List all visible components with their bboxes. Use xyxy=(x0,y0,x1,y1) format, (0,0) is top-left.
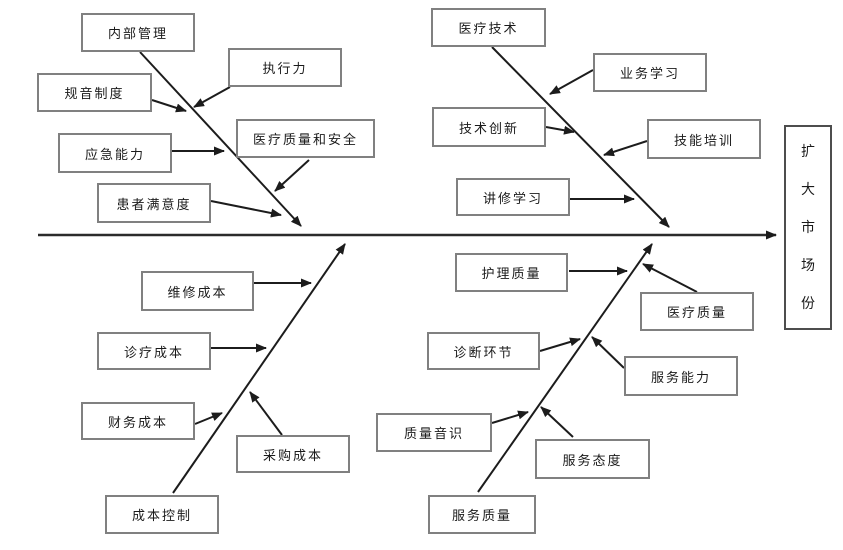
factor-label: 服务能力 xyxy=(650,370,711,386)
factor-label: 维修成本 xyxy=(167,285,228,301)
connector-service-attitude xyxy=(540,406,574,438)
factor-label: 技能培训 xyxy=(673,133,734,149)
factor-medical-quality: 医疗质量 xyxy=(640,292,754,331)
factor-internal-management: 内部管理 xyxy=(81,13,195,52)
factor-label: 讲修学习 xyxy=(482,191,543,207)
factor-label: 诊疗成本 xyxy=(123,345,184,361)
factor-label: 质量音识 xyxy=(403,427,464,442)
connector-business-learning xyxy=(549,69,594,95)
factor-service-attitude: 服务态度 xyxy=(535,439,650,479)
factor-business-learning: 业务学习 xyxy=(593,53,707,92)
factor-label: 采购成本 xyxy=(262,448,323,464)
effect-box: 扩大市场份 xyxy=(784,125,832,330)
factor-label: 护理质量 xyxy=(481,267,542,282)
connector-medical-quality-safety xyxy=(274,159,310,192)
factor-label: 业务学习 xyxy=(619,67,680,82)
factor-label: 规音制度 xyxy=(64,87,125,102)
factor-diagnosis-process: 诊断环节 xyxy=(427,332,540,370)
factor-service-capability: 服务能力 xyxy=(624,356,738,396)
factor-label: 成本控制 xyxy=(131,509,192,524)
factor-cost-control: 成本控制 xyxy=(105,495,219,534)
factor-label: 财务成本 xyxy=(107,415,168,431)
factor-label: 执行力 xyxy=(262,62,308,77)
factor-label: 服务态度 xyxy=(562,453,623,469)
connector-medical-quality xyxy=(642,263,698,293)
connector-procurement-cost xyxy=(249,391,283,436)
factor-skill-training: 技能培训 xyxy=(647,119,761,159)
factor-maintenance-cost: 维修成本 xyxy=(141,271,254,311)
factor-quality-awareness: 质量音识 xyxy=(376,413,492,452)
factor-label: 医疗质量和安全 xyxy=(252,133,358,148)
factor-patient-satisfaction: 患者满意度 xyxy=(97,183,211,223)
factor-label: 应急能力 xyxy=(84,147,145,163)
connector-skill-training xyxy=(603,140,648,157)
factor-nursing-quality: 护理质量 xyxy=(455,253,568,292)
connector-financial-cost xyxy=(194,412,223,425)
factor-label: 医疗质量 xyxy=(666,306,727,321)
connector-execution xyxy=(193,86,231,108)
factor-technology-innovation: 技术创新 xyxy=(432,107,546,147)
connector-diagnosis-process xyxy=(539,337,581,352)
factor-further-study: 讲修学习 xyxy=(456,178,570,216)
bone-top-right xyxy=(491,46,670,228)
bone-bottom-right xyxy=(477,243,653,493)
factor-medical-quality-safety: 医疗质量和安全 xyxy=(236,119,375,158)
connector-technology-innovation xyxy=(545,125,575,135)
bone-bottom-left xyxy=(172,243,346,494)
factor-procurement-cost: 采购成本 xyxy=(236,435,350,473)
factor-service-quality: 服务质量 xyxy=(428,495,536,534)
factor-label: 技术创新 xyxy=(458,121,519,137)
factor-execution: 执行力 xyxy=(228,48,342,87)
connector-rules-system xyxy=(151,99,187,113)
connector-quality-awareness xyxy=(491,410,529,424)
factor-label: 服务质量 xyxy=(451,509,512,524)
factor-rules-system: 规音制度 xyxy=(37,73,152,112)
factor-label: 内部管理 xyxy=(107,27,168,42)
connector-patient-satisfaction xyxy=(210,200,282,218)
factor-medical-technology: 医疗技术 xyxy=(431,8,546,47)
factor-label: 诊断环节 xyxy=(453,345,514,361)
effect-label: 扩大市场份 xyxy=(801,143,815,312)
factor-label: 医疗技术 xyxy=(458,22,519,37)
factor-label: 患者满意度 xyxy=(116,197,192,213)
bone-top-left xyxy=(139,51,302,227)
factor-treatment-cost: 诊疗成本 xyxy=(97,332,211,370)
connector-service-capability xyxy=(591,336,625,369)
factor-financial-cost: 财务成本 xyxy=(81,402,195,440)
factor-emergency-capability: 应急能力 xyxy=(58,133,172,173)
